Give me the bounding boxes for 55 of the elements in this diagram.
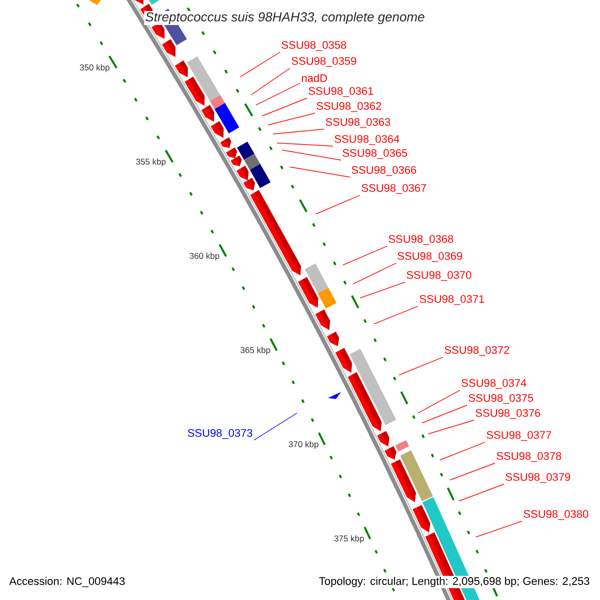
- leader-line: [272, 128, 324, 134]
- leader-line: [458, 484, 504, 502]
- gene-label: SSU98_0359: [292, 57, 356, 67]
- gene-label: SSU98_0371: [420, 295, 484, 305]
- gene-label: SSU98_0364: [334, 135, 400, 145]
- gene-label: SSU98_0363: [326, 118, 390, 128]
- gene-label: SSU98_0376: [476, 409, 540, 419]
- leader-line: [290, 166, 350, 178]
- leader-line: [428, 420, 474, 434]
- gene-label: SSU98_0365: [342, 149, 408, 159]
- leader-line: [450, 462, 496, 480]
- tick-label: 370 kbp: [288, 441, 318, 449]
- accession-text: Accession: NC_009443: [9, 576, 125, 588]
- gene-label: SSU98_0377: [486, 431, 552, 441]
- leader-line: [250, 68, 290, 96]
- leader-line: [256, 82, 300, 106]
- tick-label: 365 kbp: [240, 346, 270, 355]
- gene-label: SSU98_0370: [406, 271, 472, 281]
- gene-label: SSU98_0372: [444, 346, 510, 356]
- leader-line: [374, 306, 418, 324]
- gene-label: SSU98_0362: [316, 102, 382, 112]
- leader-line: [418, 390, 460, 414]
- tick-label: 355 kbp: [136, 158, 166, 166]
- leader-line: [422, 404, 468, 424]
- gene-label: SSU98_0361: [308, 87, 374, 97]
- leader-line: [342, 246, 388, 266]
- tick-label: 350 kbp: [80, 64, 110, 72]
- leader-line: [276, 142, 334, 146]
- leader-line: [360, 282, 406, 298]
- leader-line: [316, 194, 360, 214]
- gene-label: SSU98_0380: [524, 510, 588, 520]
- leader-line: [352, 262, 396, 284]
- gene-label: SSU98_0366: [352, 166, 416, 176]
- gene-label: SSU98_0373: [188, 429, 252, 439]
- leader-line: [440, 442, 486, 460]
- leader-line: [240, 52, 280, 78]
- leader-line: [398, 356, 444, 376]
- tick-label: 375 kbp: [334, 535, 364, 544]
- gene-label: SSU98_0369: [398, 252, 462, 262]
- gene-label: SSU98_0368: [388, 235, 454, 245]
- gene-label: SSU98_0358: [282, 41, 346, 51]
- leader-line: [268, 112, 316, 126]
- leader-line: [282, 150, 342, 160]
- leader-line: [476, 520, 522, 538]
- gene-label: SSU98_0375: [468, 394, 534, 404]
- genome-info-text: Topology: circular; Length: 2,095,698 bp; Genes: 2,253: [318, 576, 591, 588]
- gene-label: nadD: [302, 74, 327, 82]
- tick-label: 360 kbp: [190, 252, 220, 261]
- gene-label: SSU98_0367: [362, 184, 426, 194]
- leader-line: [262, 98, 308, 116]
- gene-label: SSU98_0374: [462, 379, 526, 389]
- title: Streptococcus suis 98HAH33, complete genome: [144, 10, 426, 26]
- gene-label: SSU98_0379: [506, 473, 570, 483]
- leader-line: [254, 412, 298, 440]
- gene-label: SSU98_0378: [496, 452, 562, 462]
